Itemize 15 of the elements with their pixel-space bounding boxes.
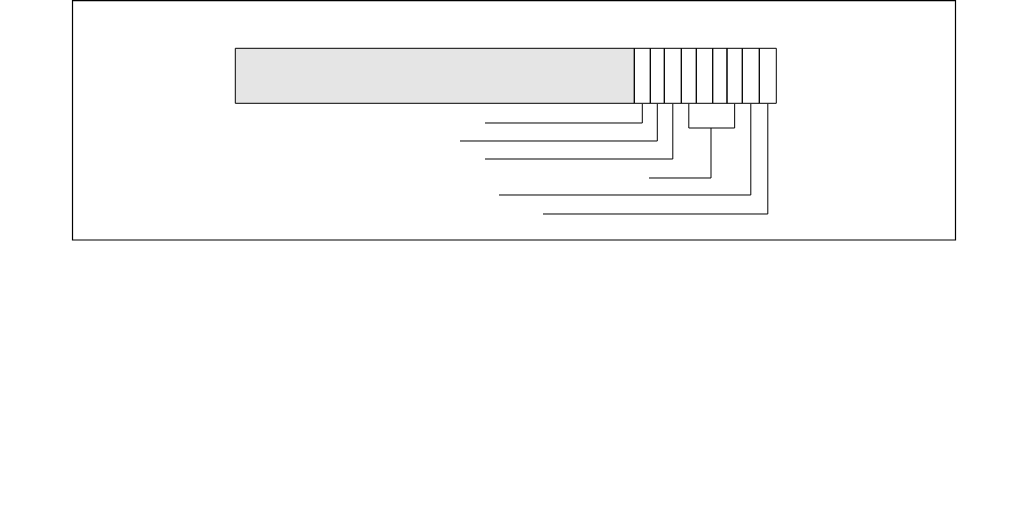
leader-line [484, 103, 643, 124]
register-cell [633, 47, 651, 104]
leader-line [459, 103, 658, 142]
register-cell [741, 47, 760, 104]
register-cell [649, 47, 665, 104]
register-cell [680, 47, 697, 104]
register-cell [663, 47, 682, 104]
register-cell [712, 47, 728, 104]
leader-line [542, 103, 769, 215]
register-cell [726, 47, 743, 104]
register-cell [695, 47, 714, 104]
leader-line [498, 103, 752, 196]
leader-line [484, 103, 674, 160]
shaded-box [234, 47, 635, 104]
register-cell [758, 47, 777, 104]
